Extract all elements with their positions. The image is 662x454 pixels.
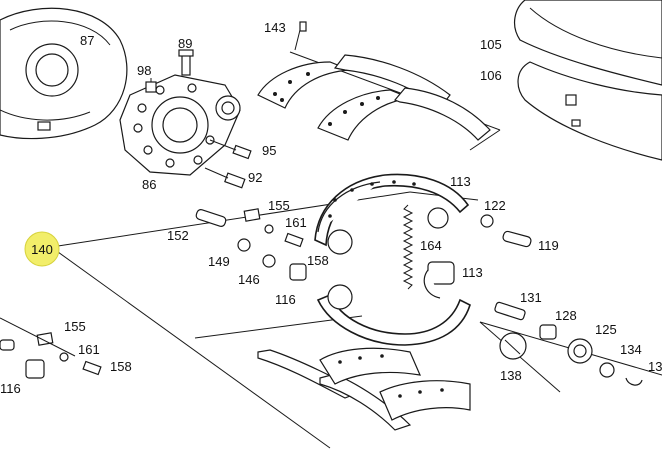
label-98[interactable]: 98 xyxy=(137,63,151,78)
label-143[interactable]: 143 xyxy=(264,20,286,35)
brake-shoe-lower xyxy=(316,261,471,346)
callout-140-marker[interactable] xyxy=(24,231,60,267)
dust-shield-left xyxy=(0,7,128,140)
label-125[interactable]: 125 xyxy=(595,322,617,337)
label-105[interactable]: 105 xyxy=(480,37,502,52)
label-155-upper[interactable]: 155 xyxy=(268,198,290,213)
label-92[interactable]: 92 xyxy=(248,170,262,185)
label-122[interactable]: 122 xyxy=(484,198,506,213)
bolt-98 xyxy=(145,78,157,93)
bolt-95 xyxy=(209,139,252,160)
brake-carrier xyxy=(119,74,241,176)
rivet-143 xyxy=(299,21,307,32)
label-155-lower[interactable]: 155 xyxy=(64,319,86,334)
callout-140[interactable]: 140 xyxy=(24,231,60,267)
label-89[interactable]: 89 xyxy=(178,36,192,51)
label-87[interactable]: 87 xyxy=(80,33,94,48)
label-152[interactable]: 152 xyxy=(167,228,189,243)
label-134[interactable]: 134 xyxy=(620,342,642,357)
label-161-upper[interactable]: 161 xyxy=(285,215,307,230)
bolt-89 xyxy=(178,49,194,76)
label-161-lower[interactable]: 161 xyxy=(78,342,100,357)
label-158-upper[interactable]: 158 xyxy=(307,253,329,268)
label-116-upper[interactable]: 116 xyxy=(275,292,296,307)
pin-119 xyxy=(502,230,532,248)
clip-122 xyxy=(480,214,494,228)
label-95[interactable]: 95 xyxy=(262,143,276,158)
adjuster-set xyxy=(479,301,662,393)
label-138[interactable]: 138 xyxy=(500,368,522,383)
label-158-lower[interactable]: 158 xyxy=(110,359,132,374)
label-149[interactable]: 149 xyxy=(208,254,230,269)
label-116-lower[interactable]: 116 xyxy=(0,381,21,396)
brake-lining-set-top xyxy=(257,29,501,151)
label-13x[interactable]: 13 xyxy=(648,359,662,374)
label-86[interactable]: 86 xyxy=(142,177,156,192)
brake-shoe-upper xyxy=(314,173,470,255)
brake-lining-set-bottom xyxy=(257,347,471,431)
label-131[interactable]: 131 xyxy=(520,290,542,305)
bolt-92 xyxy=(204,167,246,189)
small-parts-lower xyxy=(0,317,102,379)
label-106[interactable]: 106 xyxy=(480,68,502,83)
callout-140-label[interactable]: 140 xyxy=(31,242,53,257)
dust-shield-right xyxy=(513,0,662,161)
label-146[interactable]: 146 xyxy=(238,272,260,287)
part-labels: 87 89 98 143 105 106 95 86 92 113 155 16… xyxy=(0,20,662,396)
label-113-upper[interactable]: 113 xyxy=(450,174,471,189)
label-119[interactable]: 119 xyxy=(538,238,559,253)
label-113-lower[interactable]: 113 xyxy=(462,265,483,280)
label-164[interactable]: 164 xyxy=(420,238,442,253)
label-128[interactable]: 128 xyxy=(555,308,577,323)
small-parts-upper xyxy=(195,208,307,281)
return-spring-164 xyxy=(402,204,414,290)
